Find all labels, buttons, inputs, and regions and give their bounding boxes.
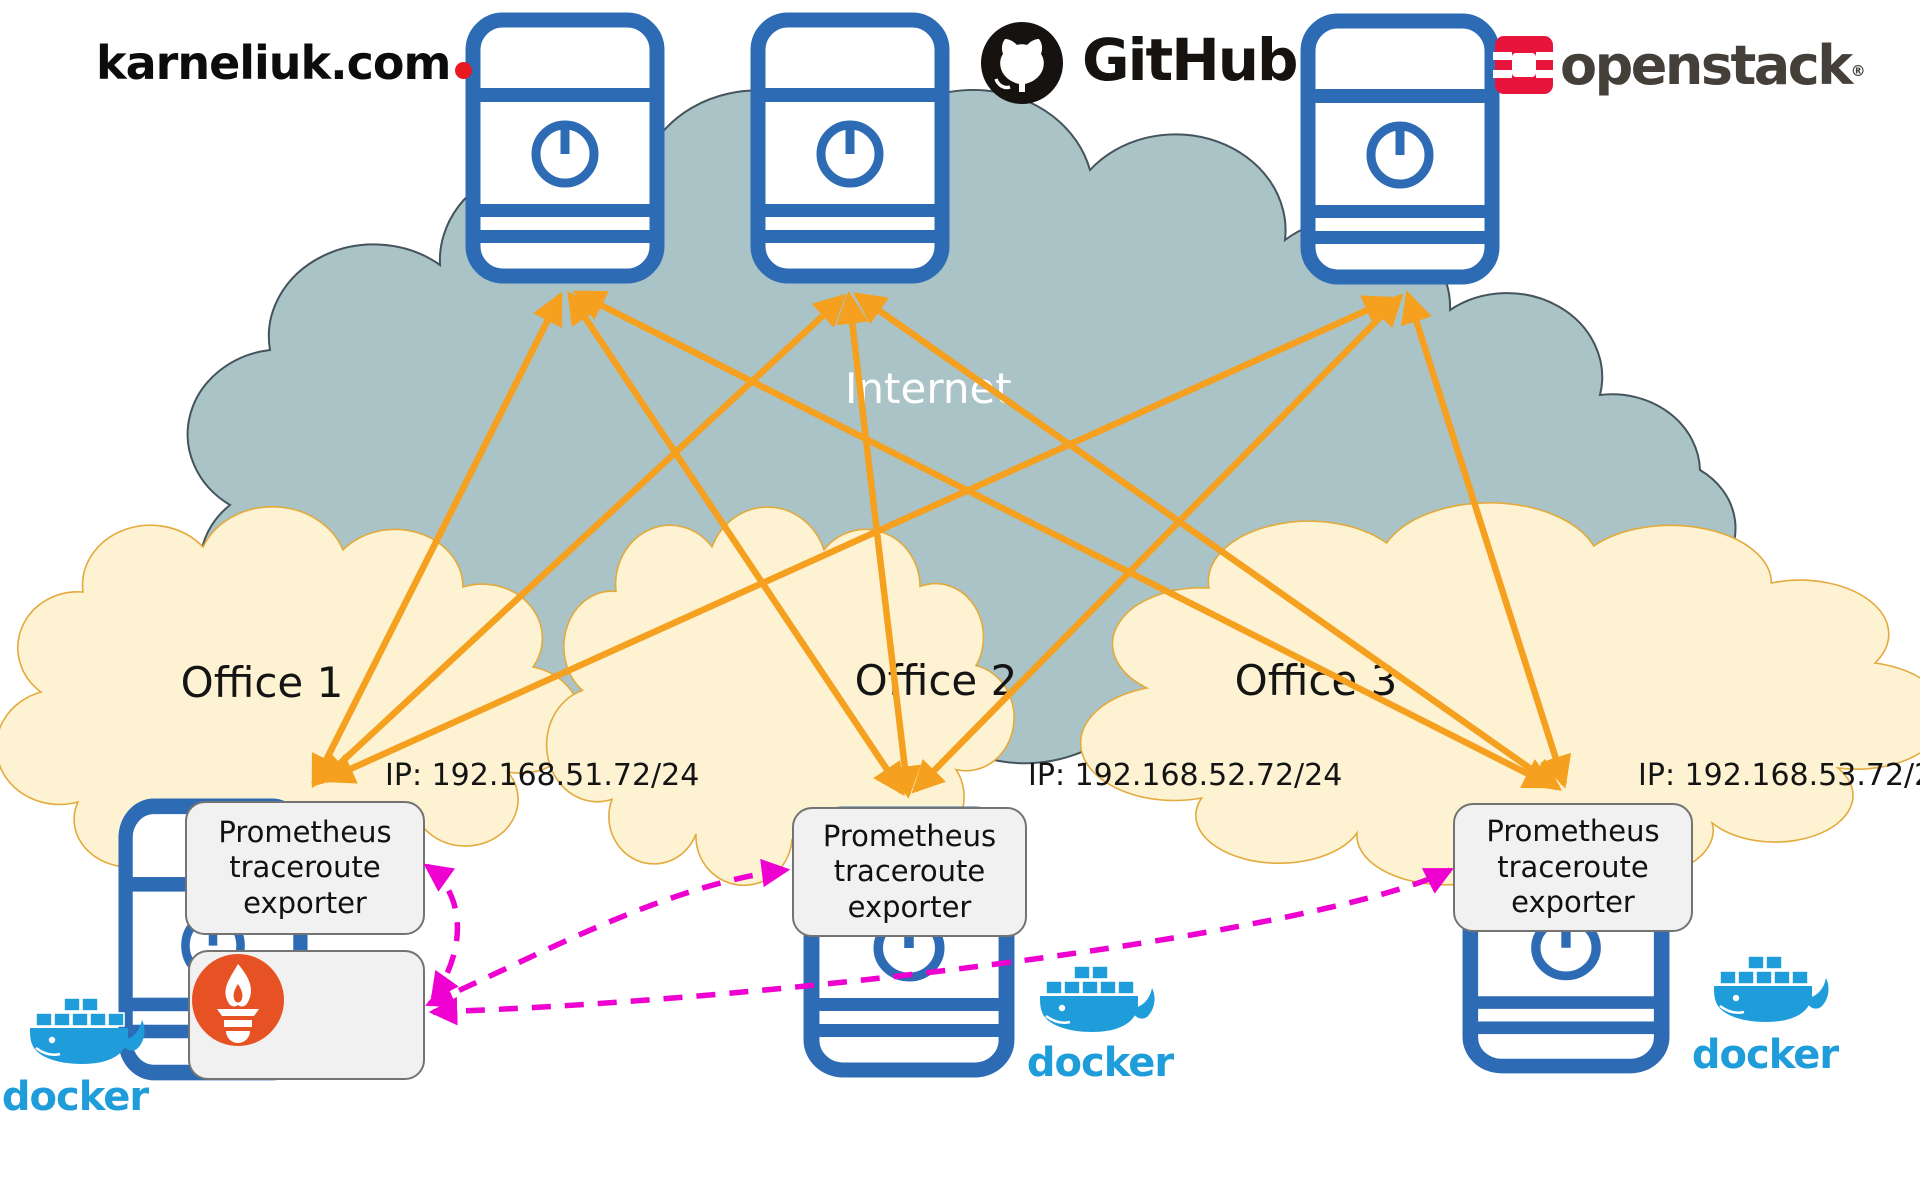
office-2-ip-label: IP: 192.168.52.72/24 — [1028, 758, 1343, 793]
github-logo-text: GitHub — [1082, 26, 1299, 94]
prometheus-flame-icon — [192, 954, 284, 1046]
prometheus-server-box — [188, 950, 425, 1080]
office-1-ip-label: IP: 192.168.51.72/24 — [385, 758, 700, 793]
docker-label: docker — [1, 1074, 149, 1120]
docker-label: docker — [1691, 1032, 1839, 1078]
karneliuk-red-dot-icon — [455, 62, 473, 79]
exporter-box-office-2: Prometheus traceroute exporter — [792, 807, 1027, 937]
openstack-logo-text: openstack® — [1560, 34, 1866, 97]
exporter-box-office-3: Prometheus traceroute exporter — [1453, 803, 1693, 932]
openstack-wordmark: openstack — [1560, 34, 1853, 97]
openstack-square-icon — [1493, 36, 1555, 94]
karneliuk-logo-text: karneliuk.com — [96, 36, 451, 90]
exporter-box-office-1: Prometheus traceroute exporter — [185, 801, 425, 935]
office-1-label: Office 1 — [180, 658, 344, 707]
office-3-ip-label: IP: 192.168.53.72/24 — [1638, 758, 1920, 793]
karneliuk-logo: karneliuk.com — [96, 36, 473, 90]
registered-mark: ® — [1850, 62, 1866, 80]
docker-label: docker — [1026, 1040, 1174, 1086]
internet-label: Internet — [845, 364, 1012, 413]
github-octocat-icon — [981, 22, 1063, 104]
office-2-label: Office 2 — [854, 656, 1018, 705]
office-3-label: Office 3 — [1234, 656, 1398, 705]
